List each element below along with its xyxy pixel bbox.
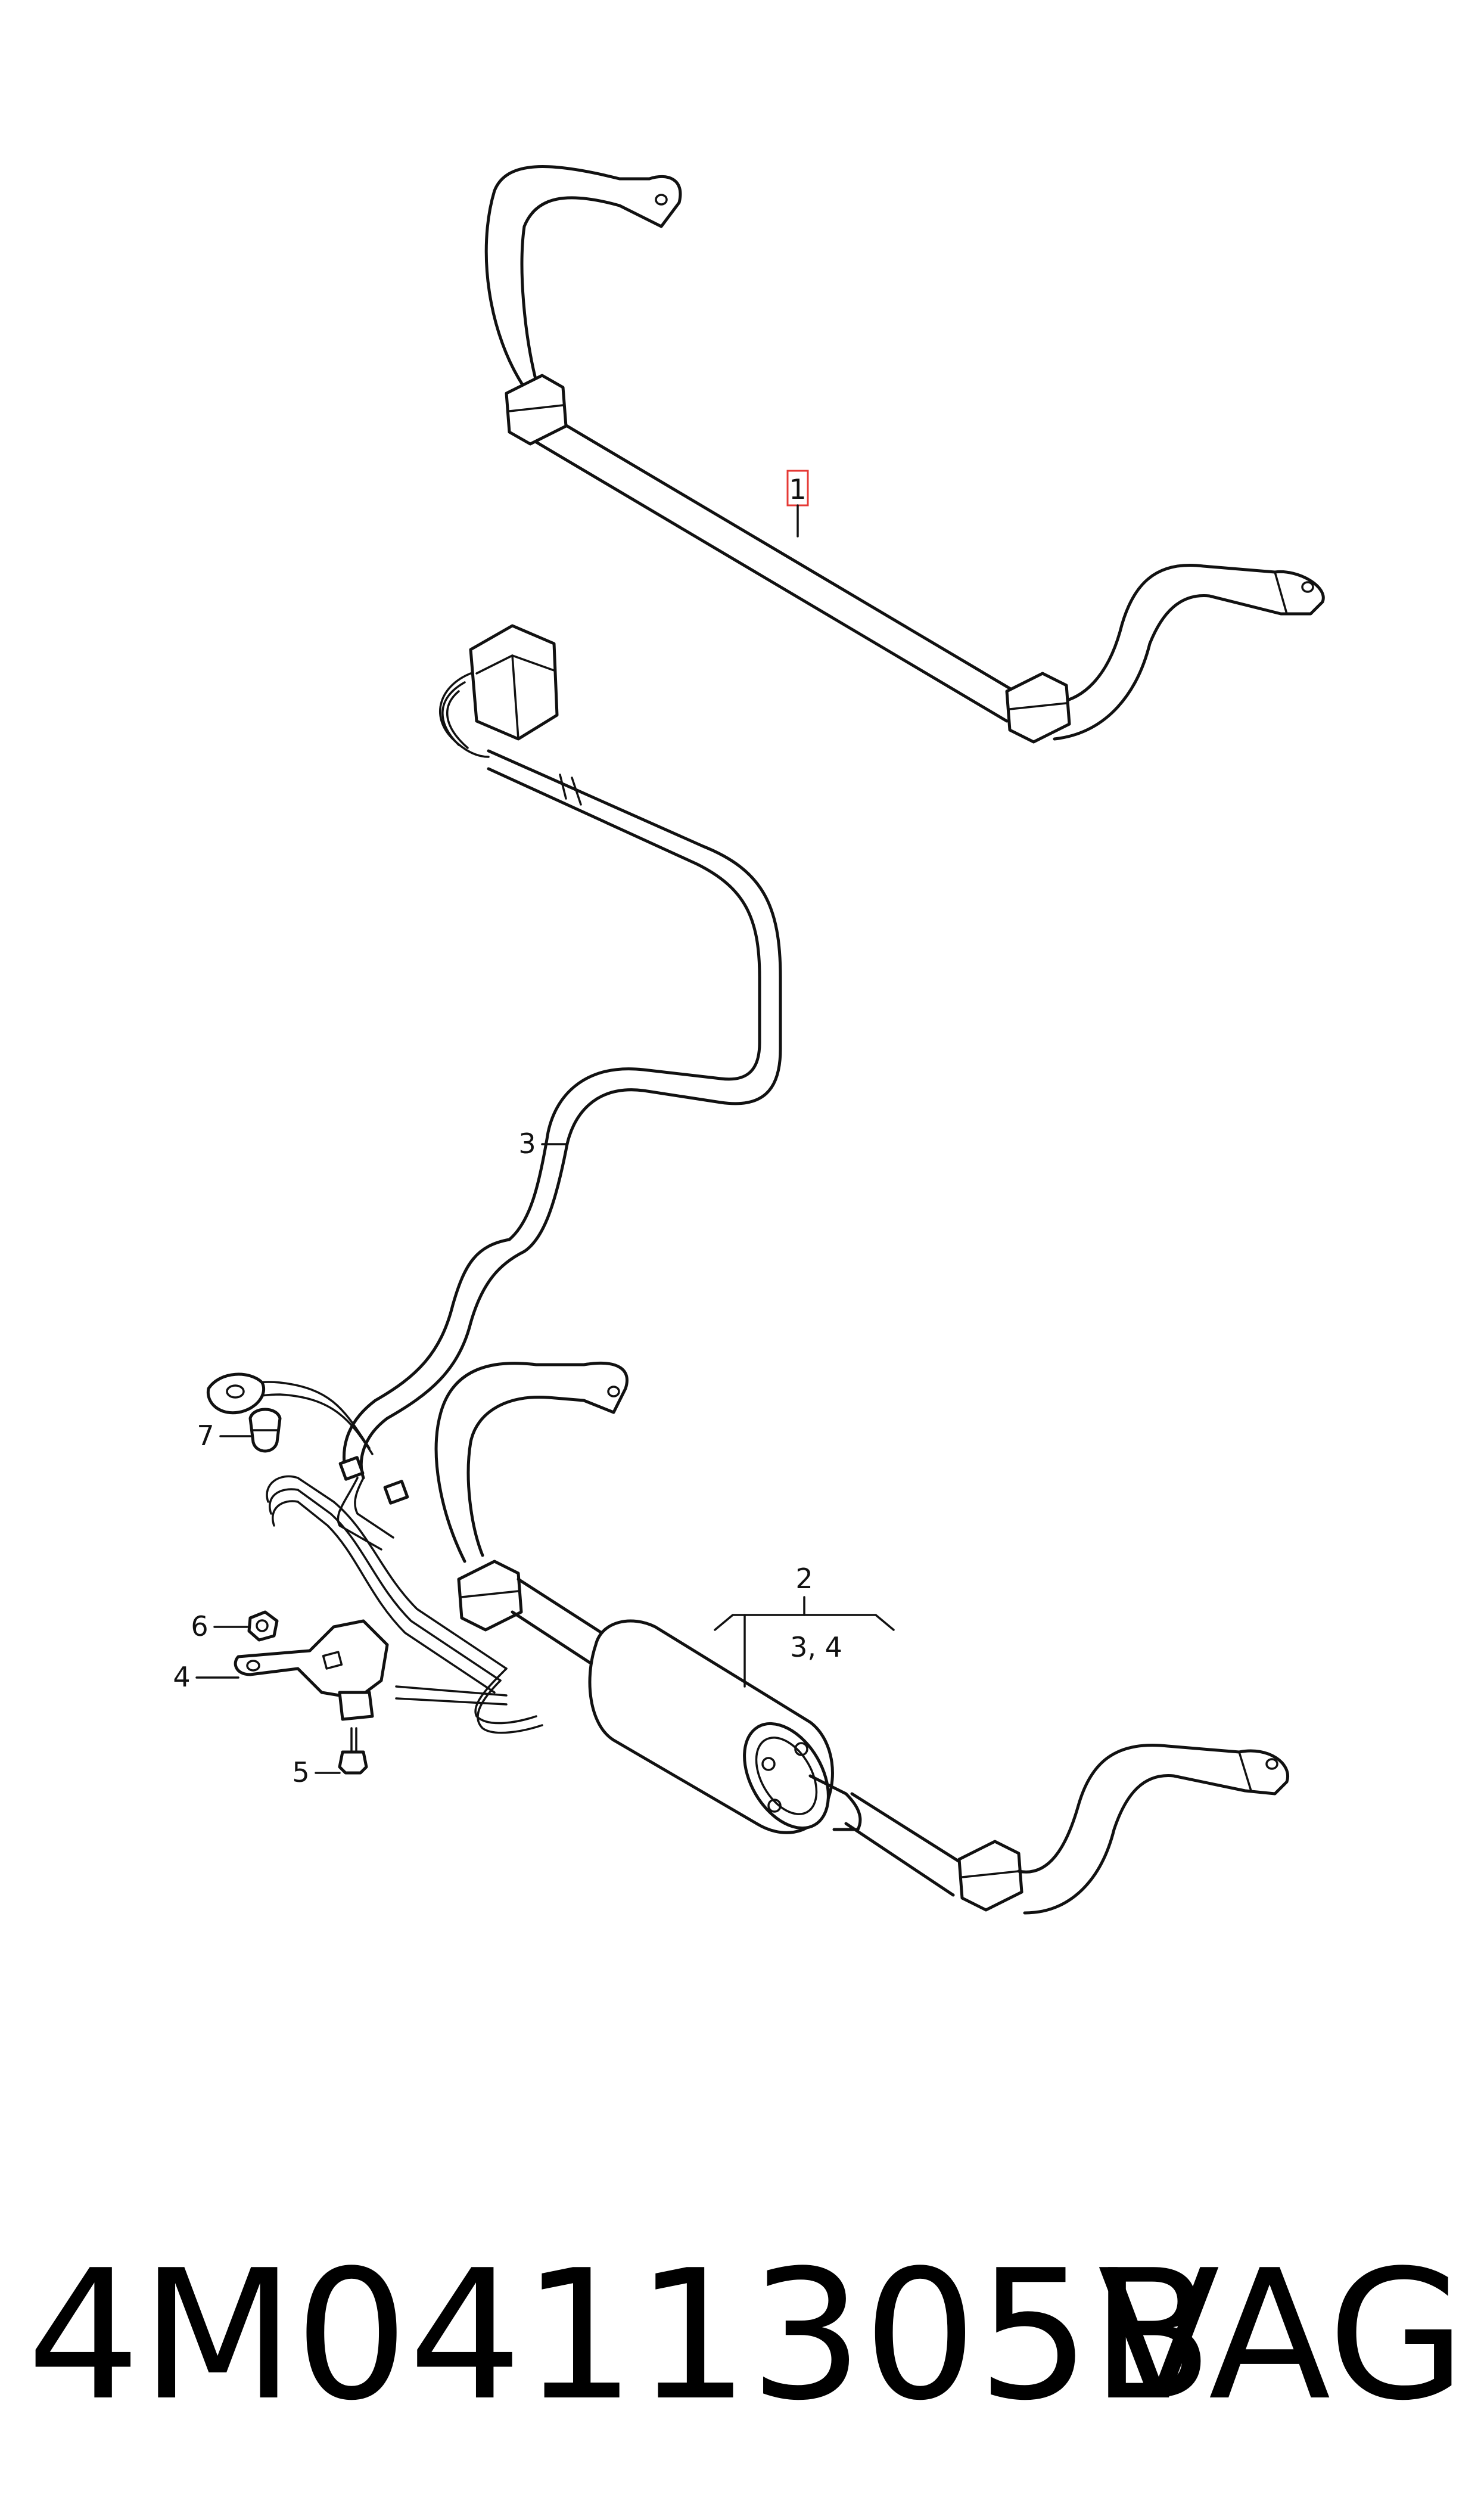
svg-text:5: 5 (292, 1756, 309, 1788)
brand-label: VAG (1097, 2232, 1466, 2440)
svg-text:6: 6 (191, 1610, 208, 1642)
wiring-harness (206, 624, 782, 1734)
callout-5: 5 (292, 1756, 341, 1788)
callout-3: 3 (518, 1128, 567, 1160)
callout-4: 4 (173, 1661, 239, 1693)
parts-diagram: 1 2 3, 4 3 4 5 6 7 (173, 165, 1325, 1915)
callout-1: 1 (786, 470, 809, 538)
svg-text:7: 7 (197, 1420, 214, 1452)
callout-7: 7 (197, 1420, 251, 1452)
svg-text:2: 2 (795, 1563, 813, 1595)
svg-text:3, 4: 3, 4 (790, 1631, 842, 1663)
svg-text:4: 4 (173, 1661, 190, 1693)
nut (247, 1610, 279, 1642)
sensor-bracket (234, 1619, 389, 1721)
callout-2: 2 3, 4 (714, 1563, 895, 1688)
svg-text:3: 3 (518, 1128, 536, 1160)
svg-text:1: 1 (789, 473, 806, 505)
stabilizer-bar-lower (434, 1361, 1289, 1915)
callout-6: 6 (191, 1610, 248, 1642)
part-footer: 4M0411305B VAG (0, 2217, 1484, 2455)
grommet (248, 1408, 282, 1453)
stabilizer-bar-upper (484, 165, 1325, 744)
part-number: 4M0411305B (27, 2232, 1214, 2440)
bolt (338, 1727, 368, 1775)
